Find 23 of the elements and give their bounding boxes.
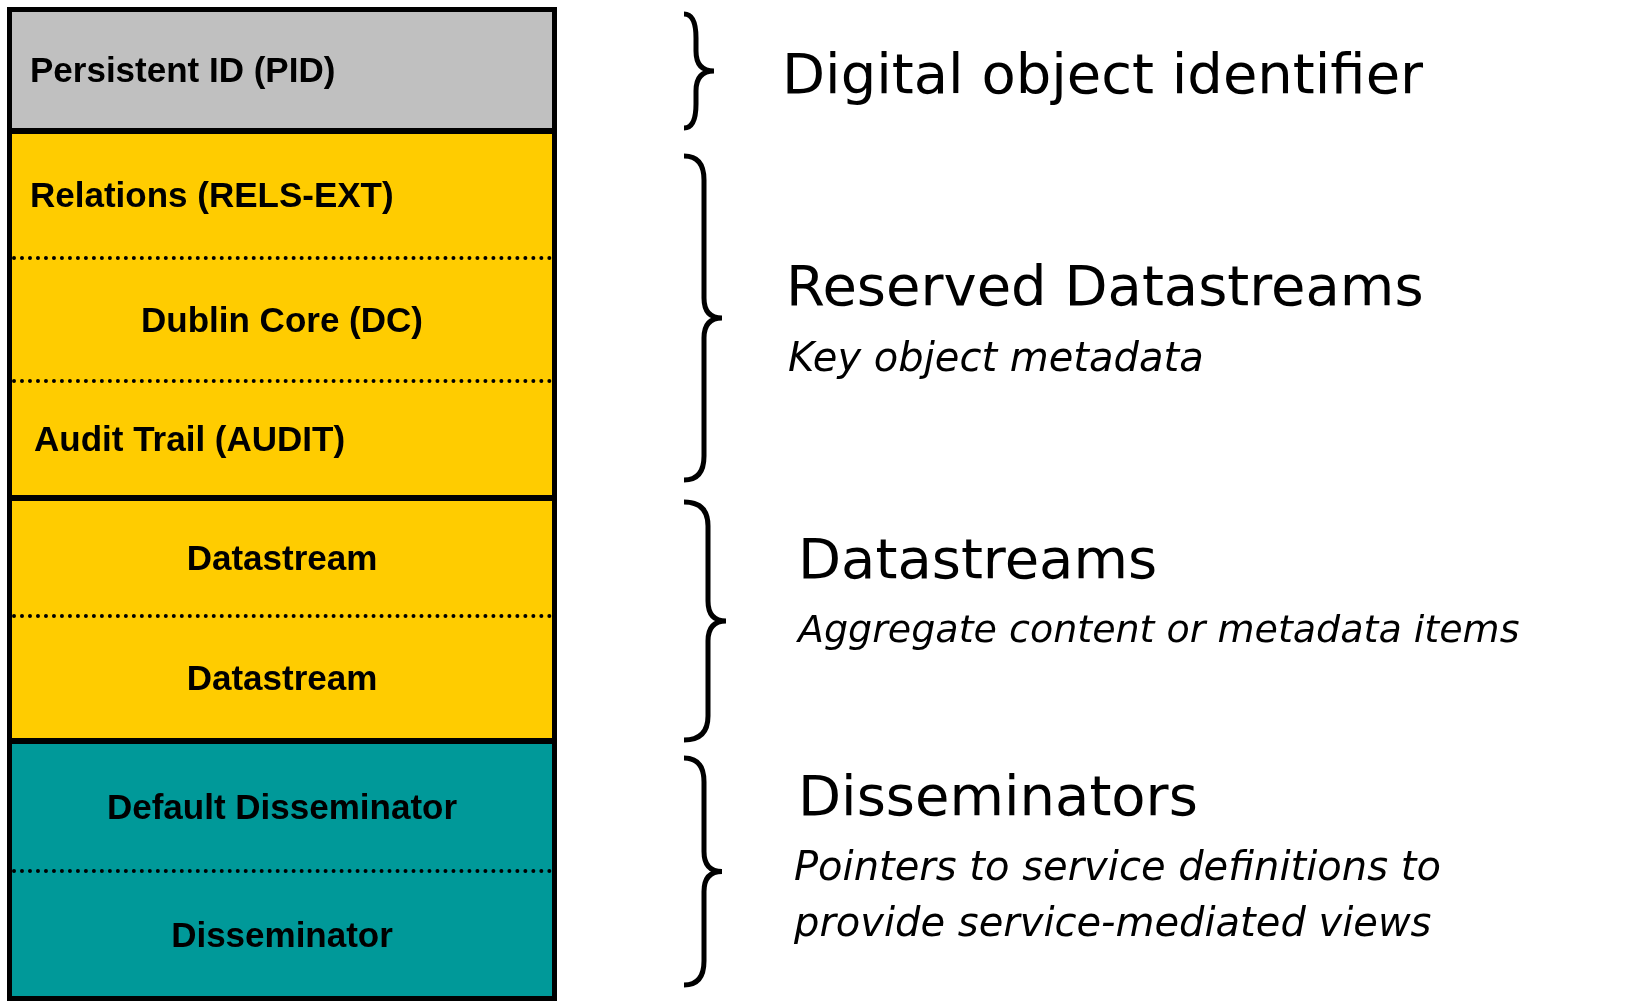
band-label: Dublin Core (DC) <box>141 299 423 340</box>
field-band <box>12 134 552 260</box>
section-title: Digital object identifier <box>782 40 1424 108</box>
section-description: Key object metadata <box>788 333 1204 381</box>
band-label: Datastream <box>186 658 378 698</box>
section-description: Aggregate content or metadata items <box>798 607 1520 653</box>
band-label: Disseminator <box>171 914 393 955</box>
field-band <box>12 260 552 383</box>
section-title: Reserved Datastreams <box>786 252 1424 320</box>
field-band <box>12 383 552 501</box>
section-title: Datastreams <box>798 525 1158 593</box>
band-label: Persistent ID (PID) <box>30 50 336 90</box>
band-label: Default Disseminator <box>106 786 458 827</box>
field-band <box>12 873 552 996</box>
field-band <box>12 12 552 134</box>
band-label: Audit Trail (AUDIT) <box>34 419 346 459</box>
field-band <box>12 501 552 618</box>
band-label: Datastream <box>186 537 378 578</box>
section-description: Pointers to service definitions to provide service-mediated views <box>794 842 1442 947</box>
field-band <box>12 744 552 873</box>
section-title: Disseminators <box>798 762 1198 830</box>
band-label: Relations (RELS-EXT) <box>30 175 394 215</box>
field-band <box>12 618 552 744</box>
